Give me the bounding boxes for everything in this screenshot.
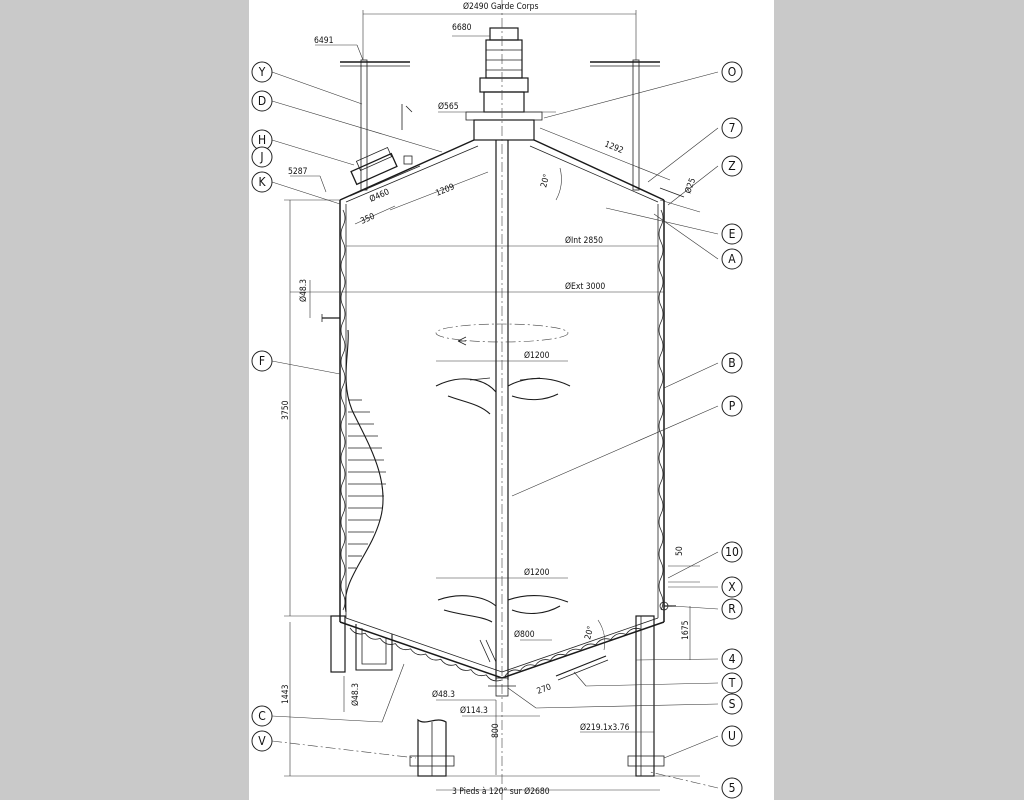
dim-nozzle-elev: 1675 — [681, 620, 691, 640]
dim-manway-off: 350 — [359, 212, 377, 227]
dim-rail-elev: 6491 — [314, 36, 334, 46]
dim-pipe-side: Ø48.3 — [298, 279, 309, 302]
right-nozzles: 50 1675 — [659, 546, 700, 660]
dim-feet: 3 Pieds à 120° sur Ø2680 — [452, 786, 550, 797]
callout-7-label: 7 — [729, 121, 736, 135]
dim-leg-pipe: Ø219.1x3.76 — [580, 722, 630, 733]
callout-V-label: V — [258, 734, 266, 748]
tank-technical-drawing: Ø2490 Garde Corps 6491 6680 Ø565 1292 — [251, 0, 743, 800]
callout-J-label: J — [259, 150, 263, 164]
dim-manway-dia: Ø460 — [368, 186, 391, 204]
callout-D: D — [251, 90, 273, 112]
callout-10: 10 — [721, 541, 743, 563]
dim-outlet-2: Ø48.3 — [432, 689, 455, 700]
callout-5: 5 — [721, 777, 743, 799]
drawing-sheet: Ø2490 Garde Corps 6491 6680 Ø565 1292 — [249, 0, 774, 800]
callout-10-label: 10 — [725, 545, 739, 559]
dim-impeller-top: Ø1200 — [524, 350, 550, 361]
dim-shell-height: 3750 — [281, 400, 291, 420]
callout-4-label: 4 — [729, 652, 736, 666]
guard-rail: Ø2490 Garde Corps 6491 — [314, 1, 660, 191]
callout-7: 7 — [721, 117, 743, 139]
dim-guard-rail: Ø2490 Garde Corps — [463, 1, 539, 12]
support-legs: 1443 Ø219.1x3.76 3 Pieds à 120° sur Ø268… — [281, 615, 700, 797]
callout-S-label: S — [729, 697, 736, 711]
bottom-cone: Ø800 20° 270 Ø48.3 Ø114.3 800 Ø48.3 — [339, 617, 665, 775]
callout-K-label: K — [258, 175, 266, 189]
callout-H-label: H — [258, 133, 266, 147]
dim-cone-len: 1292 — [603, 140, 625, 157]
callout-V: V — [251, 730, 273, 752]
callout-4: 4 — [721, 648, 743, 670]
callout-O: O — [721, 61, 743, 83]
callout-Y-label: Y — [258, 65, 266, 79]
callout-5-label: 5 — [729, 781, 736, 795]
callout-C: C — [251, 705, 273, 727]
callout-J: J — [251, 146, 273, 168]
leader-lines — [271, 71, 719, 789]
dim-int-dia: ØInt 2850 — [565, 235, 603, 246]
agitator-motor: 6680 Ø565 — [438, 23, 556, 141]
callout-B: B — [721, 352, 743, 374]
agitator-shaft: Ø1200 Ø1200 — [435, 0, 571, 800]
dim-outlet-1: Ø48.3 — [350, 683, 361, 706]
dim-outlet-3: Ø114.3 — [460, 705, 488, 716]
dim-cone-angle-top: 20° — [539, 173, 552, 189]
dim-manway-rad: 1209 — [434, 182, 456, 199]
callout-Z: Z — [721, 155, 743, 177]
dim-top-elev: 6680 — [452, 23, 472, 33]
callout-A-label: A — [728, 252, 736, 266]
callout-O-label: O — [728, 65, 737, 79]
dim-bottom-cone: Ø800 — [514, 629, 535, 640]
tank-shell: Ø48.3 ØInt 2850 ØExt 3000 3750 — [281, 199, 665, 622]
callout-X-label: X — [728, 580, 736, 594]
callout-P: P — [721, 395, 743, 417]
dim-clearance: 800 — [491, 723, 501, 738]
dim-manway-elev: 5287 — [288, 167, 308, 177]
dim-leg-height: 1443 — [281, 684, 291, 704]
callout-T: T — [721, 672, 743, 694]
callout-R: R — [721, 598, 743, 620]
dim-neck: Ø565 — [438, 101, 459, 112]
callout-D-label: D — [258, 94, 266, 108]
dim-spacing-50: 50 — [675, 546, 685, 556]
callout-A: A — [721, 248, 743, 270]
dim-cone-angle-bottom: 20° — [583, 625, 596, 641]
top-cone: 1292 20° Ø25 — [339, 127, 701, 213]
dim-ext-dia: ØExt 3000 — [565, 281, 605, 292]
callout-Z-label: Z — [728, 159, 735, 173]
callout-R-label: R — [728, 602, 736, 616]
callout-F: F — [251, 350, 273, 372]
dim-drain-len: 270 — [536, 682, 553, 696]
callout-S: S — [721, 693, 743, 715]
callout-K: K — [251, 171, 273, 193]
dim-impeller-bottom: Ø1200 — [524, 567, 550, 578]
callout-E: E — [721, 223, 743, 245]
callout-P-label: P — [729, 399, 736, 413]
manway: 5287 Ø460 350 1209 — [288, 104, 489, 227]
callout-T-label: T — [728, 676, 736, 690]
callout-Y: Y — [251, 61, 273, 83]
callout-X: X — [721, 576, 743, 598]
callout-F-label: F — [259, 354, 265, 368]
callout-U: U — [721, 725, 743, 747]
callout-H: H — [251, 129, 273, 151]
callout-B-label: B — [728, 356, 735, 370]
callout-E-label: E — [729, 227, 736, 241]
callout-C-label: C — [258, 709, 266, 723]
callout-U-label: U — [728, 729, 736, 743]
